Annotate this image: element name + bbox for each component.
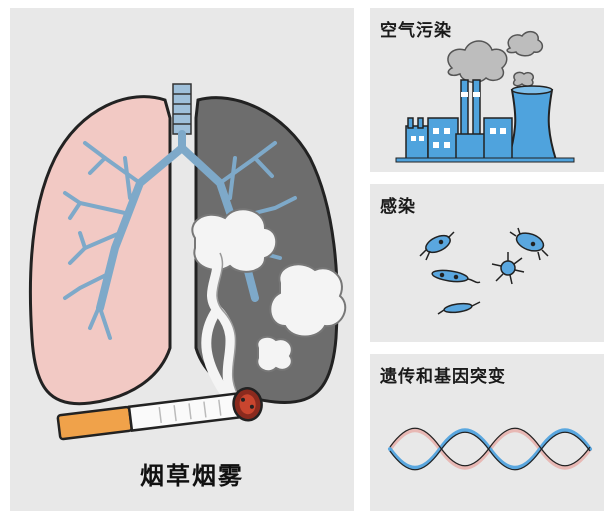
factory-smoke bbox=[447, 30, 544, 87]
bacterium-5 bbox=[437, 301, 481, 315]
dna-outline bbox=[389, 427, 591, 471]
left-bronchial-tree bbox=[63, 141, 142, 340]
factory-windows bbox=[411, 128, 506, 148]
cigarette bbox=[56, 387, 263, 441]
dna-strand-blue bbox=[388, 428, 592, 470]
bacterium-4 bbox=[491, 252, 525, 285]
air-pollution-title: 空气污染 bbox=[380, 21, 452, 41]
main-caption: 烟草烟雾 bbox=[140, 462, 244, 490]
trachea bbox=[172, 83, 192, 135]
ground-line bbox=[395, 157, 575, 163]
bacteria-illustration bbox=[419, 227, 549, 315]
smokestacks bbox=[460, 79, 481, 139]
bacterium-3 bbox=[431, 269, 481, 284]
dna-helix-illustration bbox=[388, 427, 592, 471]
genetics-title: 遗传和基因突变 bbox=[380, 367, 506, 387]
bacteria-group bbox=[419, 227, 549, 315]
factory-illustration bbox=[395, 30, 575, 163]
lungs-illustration bbox=[28, 83, 347, 441]
air-pollution-panel: 空气污染 bbox=[370, 8, 604, 172]
healthy-lung bbox=[28, 95, 172, 406]
dna-strands bbox=[388, 428, 592, 470]
factory-buildings bbox=[405, 117, 513, 161]
infection-panel: 感染 bbox=[370, 184, 604, 342]
smoke-trail bbox=[201, 248, 240, 403]
bacterium-1 bbox=[419, 231, 455, 261]
cooling-tower bbox=[506, 89, 558, 161]
smoke-trail-outline bbox=[216, 252, 241, 399]
genetics-panel: 遗传和基因突变 bbox=[370, 354, 604, 511]
main-panel: 烟草烟雾 bbox=[10, 8, 354, 511]
infection-title: 感染 bbox=[380, 197, 416, 217]
bacterium-2 bbox=[509, 227, 549, 261]
